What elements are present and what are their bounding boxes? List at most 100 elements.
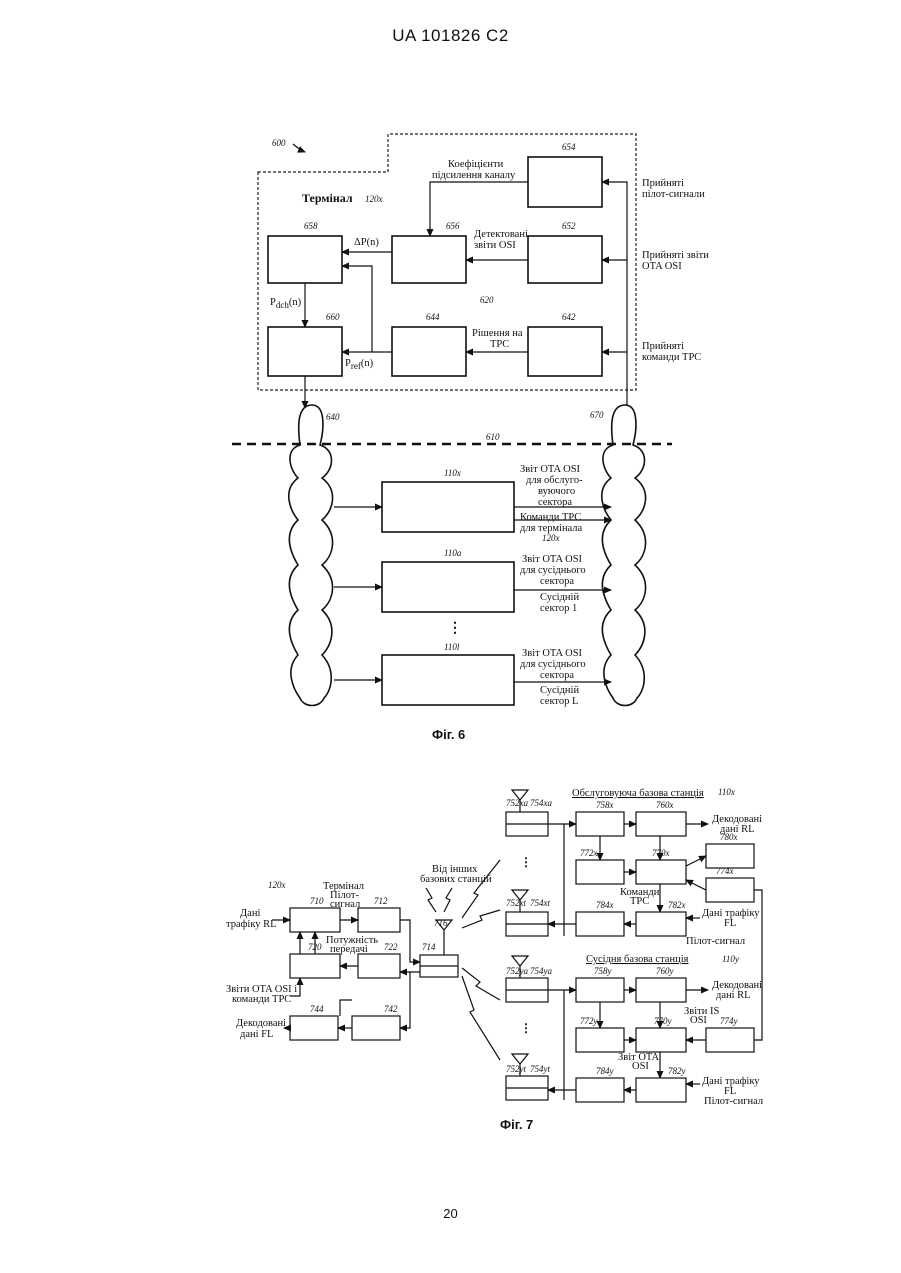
link-nb-1 bbox=[462, 968, 500, 1000]
nb-dots: ⋮ bbox=[520, 1021, 532, 1035]
label-nb-sec1-1: Сусідній bbox=[540, 592, 579, 603]
label-tpc-dec-2: TPC bbox=[490, 339, 509, 350]
ref-758y: 758y bbox=[594, 966, 612, 976]
ref-754ya: 754ya bbox=[530, 966, 552, 976]
page-number: 20 bbox=[0, 1206, 901, 1221]
ref-760x: 760x bbox=[656, 800, 674, 810]
arrow-bus-654 bbox=[602, 182, 627, 405]
ref-774x: 774x bbox=[716, 866, 734, 876]
label-tpc-dec-1: Рішення на bbox=[472, 328, 523, 339]
label-tpc-term-1: Команди TPC bbox=[520, 512, 581, 523]
ota-osi-2: OSI bbox=[632, 1061, 649, 1072]
ref-110l: 110l bbox=[444, 642, 460, 652]
block-720 bbox=[290, 954, 340, 978]
rl-data-1: Дані bbox=[240, 908, 260, 919]
figure-6: 600 Термінал 120x 654 656 652 658 660 64… bbox=[232, 134, 709, 742]
block-772y bbox=[576, 1028, 624, 1052]
block-758y bbox=[576, 978, 624, 1002]
lightning-1 bbox=[426, 888, 436, 912]
label-rx-osi-1: Прийняті звіти bbox=[642, 250, 709, 261]
block-772x bbox=[576, 860, 624, 884]
arrow-712-714 bbox=[400, 920, 420, 962]
ref-610: 610 bbox=[486, 432, 500, 442]
pilot-sig: Пілот-сигнал bbox=[686, 936, 745, 947]
label-rx-osi-2: OTA OSI bbox=[642, 261, 682, 272]
dec-fl-1: Декодовані bbox=[236, 1018, 286, 1029]
ref-660: 660 bbox=[326, 312, 340, 322]
dots-ellipsis: ⋮ bbox=[448, 621, 462, 636]
cloud-670 bbox=[602, 405, 646, 706]
ref-656: 656 bbox=[446, 221, 460, 231]
terminal-label: Термінал bbox=[302, 191, 353, 205]
block-782x bbox=[636, 912, 686, 936]
label-serv-osi-1: Звіт OTA OSI bbox=[520, 464, 581, 475]
label-rx-tpc-1: Прийняті bbox=[642, 341, 684, 352]
ref-640: 640 bbox=[326, 412, 340, 422]
label-delta-p: ΔP(n) bbox=[354, 237, 379, 248]
block-110l bbox=[382, 655, 514, 705]
tpc-cmd-2: TPC bbox=[630, 896, 649, 907]
label-nb-osi-2: для сусіднього bbox=[520, 565, 586, 576]
figure-7: 120x Термінал Пілот- сигнал 710 712 Дані… bbox=[226, 787, 763, 1132]
ref-742: 742 bbox=[384, 1004, 398, 1014]
ref-752yt: 752yt bbox=[506, 1064, 526, 1074]
fl-data-2: FL bbox=[724, 918, 736, 929]
block-660 bbox=[268, 327, 342, 376]
block-784x bbox=[576, 912, 624, 936]
serv-bs-ref: 110x bbox=[718, 787, 735, 797]
ref-770x: 770x bbox=[652, 848, 670, 858]
block-656 bbox=[392, 236, 466, 283]
ref-712: 712 bbox=[374, 896, 388, 906]
arrow-742-feedback bbox=[340, 1000, 352, 1016]
block-782y bbox=[636, 1078, 686, 1102]
block-744 bbox=[290, 1016, 338, 1040]
block-110a bbox=[382, 562, 514, 612]
ref-758x: 758x bbox=[596, 800, 614, 810]
ref-760y: 760y bbox=[656, 966, 674, 976]
arrow-714-742 bbox=[400, 972, 410, 1028]
label-det-osi-2: звіти OSI bbox=[474, 240, 516, 251]
ref-744: 744 bbox=[310, 1004, 324, 1014]
ref-110a: 110a bbox=[444, 548, 462, 558]
block-770x bbox=[636, 860, 686, 884]
block-722 bbox=[358, 954, 400, 978]
arrow-654-656 bbox=[430, 182, 528, 236]
block-652 bbox=[528, 236, 602, 283]
label-nb-osi-1: Звіт OTA OSI bbox=[522, 554, 583, 565]
label-nb-sec1-2: сектор 1 bbox=[540, 603, 577, 614]
label-det-osi-1: Детектовані bbox=[474, 229, 528, 240]
dec-rl2-2: дані RL bbox=[716, 990, 751, 1001]
ref-752ya: 752ya bbox=[506, 966, 528, 976]
block-710 bbox=[290, 908, 340, 932]
ref-670: 670 bbox=[590, 410, 604, 420]
arrow-770-780 bbox=[686, 856, 706, 866]
ref-644: 644 bbox=[426, 312, 440, 322]
arrow-pref-658 bbox=[342, 266, 372, 352]
ref-754xa: 754xa bbox=[530, 798, 552, 808]
block-774y bbox=[706, 1028, 754, 1052]
label-rx-pilot-2: пілот-сигнали bbox=[642, 189, 705, 200]
label-rx-tpc-2: команди TPC bbox=[642, 352, 701, 363]
block-658 bbox=[268, 236, 342, 283]
ref-752xa: 752xa bbox=[506, 798, 528, 808]
block-770y bbox=[636, 1028, 686, 1052]
fig6-caption: Фіг. 6 bbox=[432, 727, 465, 742]
label-serv-osi-2: для обслуго- bbox=[526, 475, 583, 486]
tx-power-2: передачі bbox=[330, 944, 368, 955]
ref-714: 714 bbox=[422, 942, 436, 952]
ref-716: 716 bbox=[434, 918, 448, 928]
ref-782y: 782y bbox=[668, 1066, 686, 1076]
label-ch-gain-1: Коефіцієнти bbox=[448, 159, 504, 170]
dec-fl-2: дані FL bbox=[240, 1029, 273, 1040]
block-760y bbox=[636, 978, 686, 1002]
ref-658: 658 bbox=[304, 221, 318, 231]
ref-752xt: 752xt bbox=[506, 898, 526, 908]
osi-tpc-2: команди TPC bbox=[232, 994, 291, 1005]
block-712 bbox=[358, 908, 400, 932]
block-780x bbox=[706, 844, 754, 868]
link-serv-2 bbox=[462, 910, 500, 928]
nb-bs-ref: 110y bbox=[722, 954, 739, 964]
label-serv-osi-4: сектора bbox=[538, 497, 572, 508]
label-nbl-osi-3: сектора bbox=[540, 670, 574, 681]
pilot-sig2: Пілот-сигнал bbox=[704, 1096, 763, 1107]
